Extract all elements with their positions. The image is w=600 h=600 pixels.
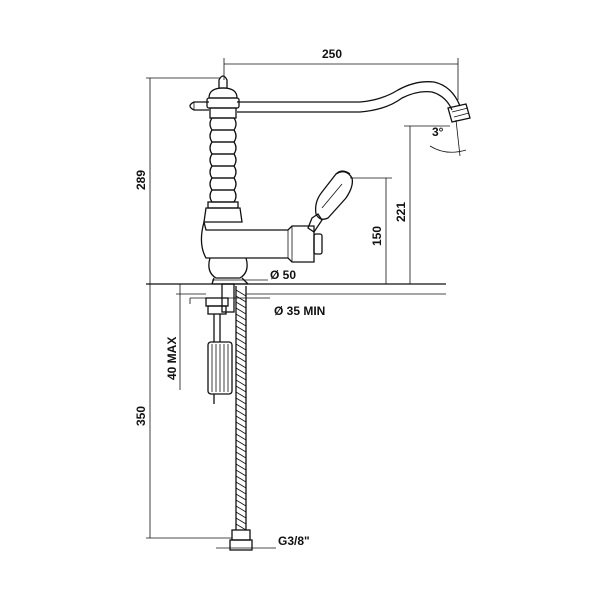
label-289: 289 (134, 170, 148, 190)
label-3-degree: 3° (432, 125, 444, 139)
dimension-lines (146, 58, 467, 549)
label-350: 350 (134, 406, 148, 426)
label-250: 250 (322, 47, 342, 61)
label-g38: G3/8" (278, 534, 310, 548)
label-diameter-50: Ø 50 (270, 268, 296, 282)
label-40-max: 40 MAX (165, 337, 179, 380)
lever-handle (307, 170, 354, 233)
faucet-outline (189, 75, 323, 285)
label-221: 221 (394, 202, 408, 222)
spout (237, 81, 471, 123)
under-deck-assembly (205, 283, 253, 551)
label-150: 150 (370, 226, 384, 246)
label-diameter-35-min: Ø 35 MIN (274, 304, 325, 318)
dimension-labels: 250 3° Ø 50 Ø 35 MIN G3/8" 289 221 150 4… (134, 47, 444, 548)
